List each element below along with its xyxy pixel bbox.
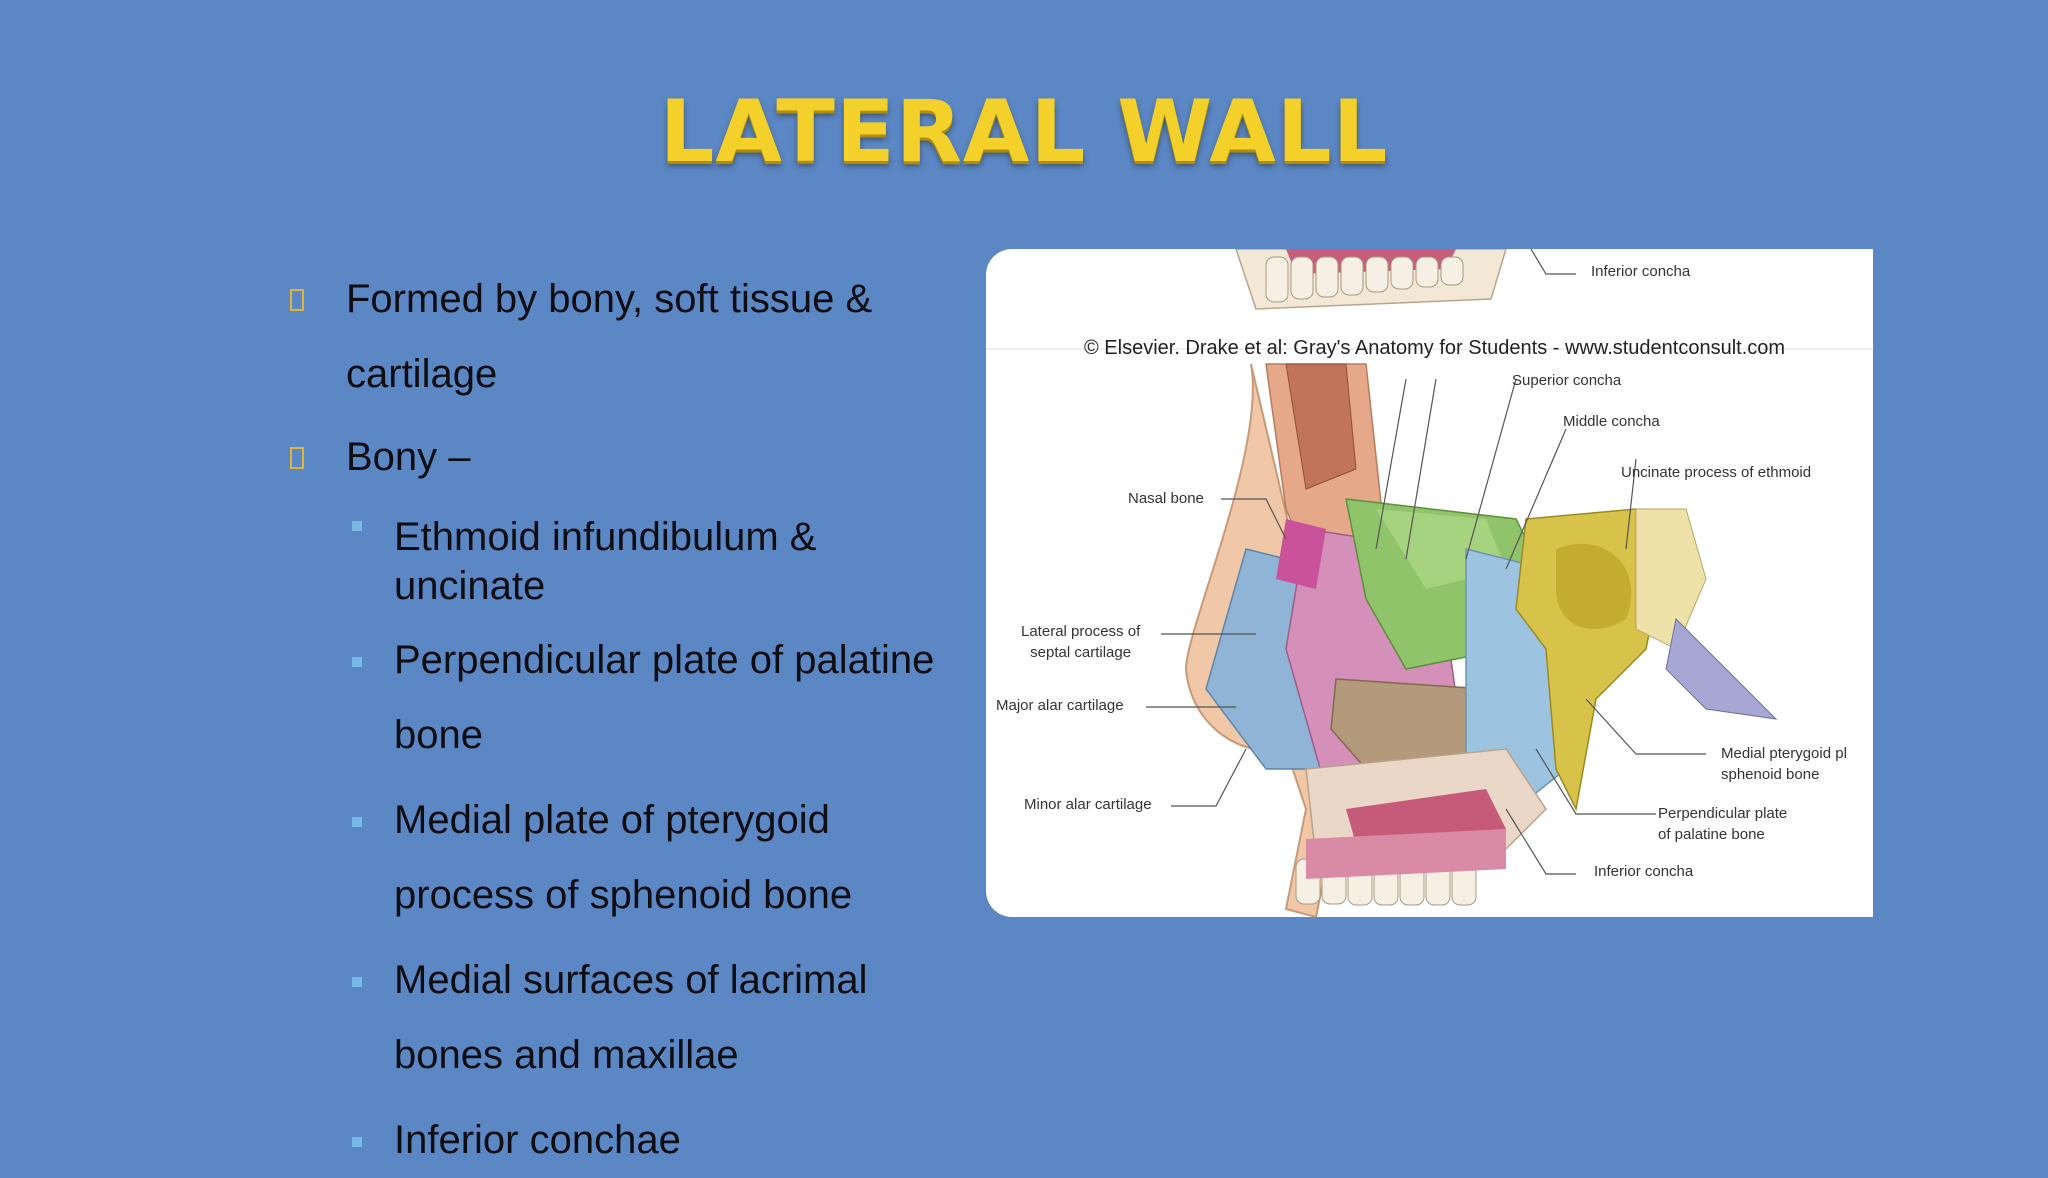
bullet-text-line: Bony – — [346, 435, 471, 479]
bullet-text-line: Formed by bony, soft tissue & — [346, 277, 873, 321]
label-line: of palatine bone — [1658, 826, 1765, 843]
bullet-text-line: cartilage — [346, 352, 498, 396]
square-bullet-icon — [352, 657, 362, 667]
label-line: Perpendicular plate — [1658, 805, 1788, 822]
sub-bullet-text-line: Medial plate of pterygoid — [394, 798, 830, 842]
bullet-list: Formed by bony, soft tissue & cartilage … — [290, 262, 990, 1178]
slide: LATERAL WALL Formed by bony, soft tissue… — [290, 82, 1873, 1162]
anatomy-figure: Inferior concha © Elsevier. Drake et al:… — [986, 249, 1873, 917]
sub-bullet-text-line: Inferior conchae — [394, 1118, 681, 1162]
sub-bullet-medial-surfaces: Medial surfaces of lacrimal bones and ma… — [290, 943, 990, 1093]
sub-bullet-perpendicular-plate: Perpendicular plate of palatine bone — [290, 623, 990, 773]
label-uncinate: Uncinate process of ethmoid — [1621, 464, 1812, 481]
label-line: sphenoid bone — [1721, 766, 1820, 783]
label-superior-concha: Superior concha — [1512, 372, 1622, 389]
label-middle-concha: Middle concha — [1563, 413, 1660, 430]
sub-bullet-text-line: Medial surfaces of lacrimal — [394, 958, 868, 1002]
sub-bullet-text-line: Perpendicular plate of palatine — [394, 638, 935, 682]
sub-bullet-inferior-conchae: Inferior conchae — [290, 1103, 990, 1178]
nasal-wall-illustration — [986, 249, 1873, 917]
label-inferior-concha-bottom: Inferior concha — [1594, 863, 1694, 880]
label-line: Lateral process of — [1021, 623, 1141, 640]
figure-copyright: © Elsevier. Drake et al: Gray's Anatomy … — [1084, 337, 1786, 359]
sub-bullet-text-line: bones and maxillae — [394, 1033, 739, 1077]
sub-bullet-text-line: uncinate — [394, 564, 546, 608]
label-minor-alar: Minor alar cartilage — [1024, 796, 1152, 813]
slide-title: LATERAL WALL — [659, 82, 1389, 182]
label-medial-pterygoid: Medial pterygoid pl sphenoid bone — [1721, 743, 1847, 785]
label-nasal-bone: Nasal bone — [1128, 490, 1204, 507]
label-perpendicular-plate: Perpendicular plate of palatine bone — [1658, 803, 1787, 845]
sub-bullet-medial-plate: Medial plate of pterygoid process of sph… — [290, 783, 990, 933]
square-bullet-icon — [352, 1137, 362, 1147]
sub-bullet-text-line: bone — [394, 713, 483, 757]
label-line: septal cartilage — [1030, 644, 1132, 661]
square-bullet-icon — [352, 521, 362, 531]
square-bullet-icon — [352, 977, 362, 987]
bullet-marker-icon — [290, 289, 304, 311]
bullet-marker-icon — [290, 447, 304, 469]
sub-bullet-ethmoid: Ethmoid infundibulum & uncinate — [290, 501, 990, 623]
label-major-alar: Major alar cartilage — [996, 697, 1124, 714]
label-line: Medial pterygoid pl — [1721, 745, 1847, 762]
sub-bullet-text-line: process of sphenoid bone — [394, 873, 853, 917]
bullet-bony: Bony – — [290, 420, 990, 495]
bullet-formed-by: Formed by bony, soft tissue & cartilage — [290, 262, 990, 412]
label-lateral-process: Lateral process of septal cartilage — [1021, 621, 1140, 663]
sub-bullet-text-line: Ethmoid infundibulum & — [394, 515, 817, 559]
square-bullet-icon — [352, 817, 362, 827]
label-inferior-concha-top: Inferior concha — [1591, 263, 1691, 280]
